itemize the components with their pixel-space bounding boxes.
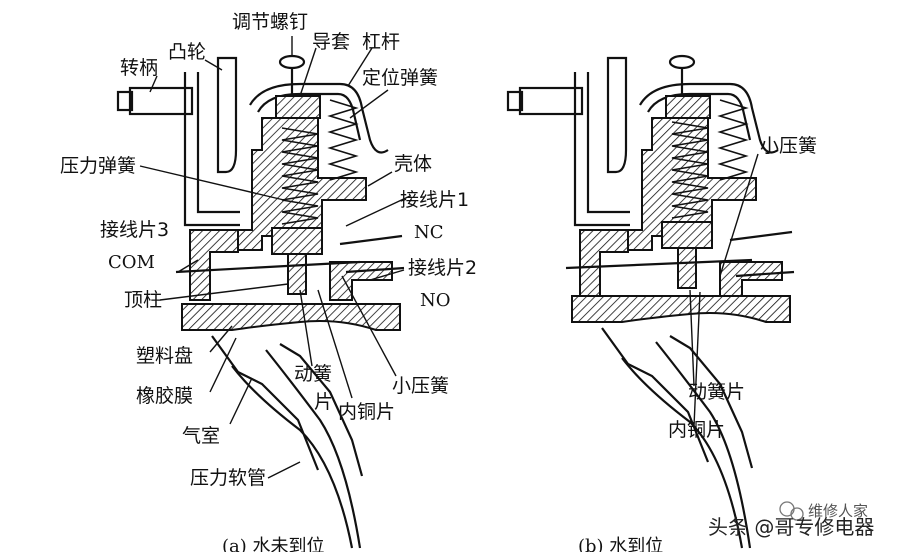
label-inner-copper: 内铜片 (338, 401, 395, 423)
label-moving-reed-b: 片 (314, 391, 333, 413)
label-handle: 转柄 (120, 57, 158, 79)
right-labels: 小压簧 动簧片 内铜片 (b) 水到位 (578, 135, 817, 552)
label-small-spring: 小压簧 (392, 375, 449, 397)
label-terminal-1: 接线片1 (400, 189, 469, 211)
wechat-icon (779, 501, 795, 517)
caption-left: (a) 水未到位 (222, 536, 325, 552)
left-switch-drawing (116, 54, 405, 549)
label-terminal-3: 接线片3 (100, 219, 169, 241)
label-com: COM (108, 252, 155, 273)
right-leader-lines (689, 153, 759, 427)
label-inner-copper-right: 内铜片 (668, 419, 725, 441)
label-nc: NC (414, 222, 444, 243)
label-pressure-spring: 压力弹簧 (60, 155, 136, 177)
label-ejector-pin: 顶柱 (124, 289, 162, 311)
label-rubber-membrane: 橡胶膜 (136, 385, 193, 407)
label-plastic-disc: 塑料盘 (136, 345, 193, 367)
label-adjust-screw: 调节螺钉 (232, 11, 308, 33)
label-guide-sleeve: 导套 (312, 31, 350, 53)
label-moving-reed-right: 动簧片 (688, 381, 745, 403)
label-small-spring-right: 小压簧 (760, 135, 817, 157)
label-pressure-hose: 压力软管 (190, 467, 266, 489)
label-moving-reed-a: 动簧 (294, 363, 332, 385)
label-air-chamber: 气室 (182, 425, 220, 447)
left-labels: 调节螺钉 导套 杠杆 定位弹簧 转柄 凸轮 压力弹簧 壳体 接线片1 NC 接线… (60, 11, 477, 552)
label-shell: 壳体 (394, 153, 432, 175)
label-cam: 凸轮 (168, 41, 206, 63)
label-lever: 杠杆 (362, 31, 400, 53)
watermark-brand: 维修人家 (808, 502, 868, 520)
label-no: NO (420, 290, 451, 311)
watermark: 维修人家 头条 @哥专修电器 (708, 501, 874, 539)
label-terminal-2: 接线片2 (408, 257, 477, 279)
label-positioning-spring: 定位弹簧 (362, 67, 438, 89)
right-switch-drawing (506, 54, 795, 549)
left-leader-lines (139, 36, 411, 479)
caption-right: (b) 水到位 (578, 536, 663, 552)
watermark-author: 头条 @哥专修电器 (708, 515, 874, 539)
